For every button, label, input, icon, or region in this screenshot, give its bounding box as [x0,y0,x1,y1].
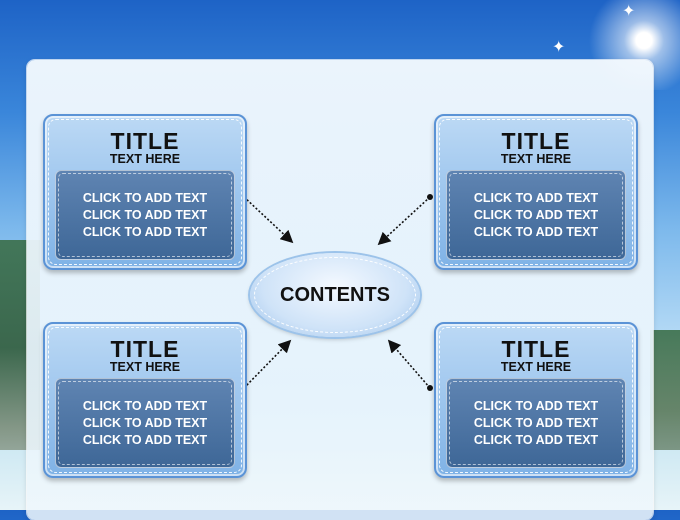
card-subtitle[interactable]: TEXT HERE [500,360,572,374]
card-text-line: CLICK TO ADD TEXT [82,398,208,413]
sparkle-icon: ✦ [622,3,636,20]
card-title[interactable]: TITLE [110,336,180,362]
card-text-line: CLICK TO ADD TEXT [82,224,208,239]
card-top-right[interactable]: TITLE TEXT HERE CLICK TO ADD TEXT CLICK … [434,114,638,270]
card-subtitle[interactable]: TEXT HERE [109,360,181,374]
connector-top-left [243,196,294,244]
card-subtitle[interactable]: TEXT HERE [500,152,572,166]
card-bottom-left[interactable]: TITLE TEXT HERE CLICK TO ADD TEXT CLICK … [43,322,247,478]
connector-top-right [377,196,431,246]
card-title[interactable]: TITLE [110,128,180,154]
card-text-line: CLICK TO ADD TEXT [82,190,208,205]
connector-bottom-left [243,339,292,389]
card-text-box[interactable]: CLICK TO ADD TEXT CLICK TO ADD TEXT CLIC… [55,170,235,260]
center-contents-ellipse[interactable]: CONTENTS [250,253,420,337]
card-title[interactable]: TITLE [501,128,571,154]
card-text-box[interactable]: CLICK TO ADD TEXT CLICK TO ADD TEXT CLIC… [446,170,626,260]
connector-dot [427,385,433,391]
center-label: CONTENTS [280,283,390,306]
card-title[interactable]: TITLE [501,336,571,362]
card-subtitle[interactable]: TEXT HERE [109,152,181,166]
card-text-line: CLICK TO ADD TEXT [473,415,599,430]
card-text-box[interactable]: CLICK TO ADD TEXT CLICK TO ADD TEXT CLIC… [55,378,235,468]
connector-bottom-right [387,339,431,389]
connector-dot [427,194,433,200]
card-text-line: CLICK TO ADD TEXT [473,190,599,205]
card-text-box[interactable]: CLICK TO ADD TEXT CLICK TO ADD TEXT CLIC… [446,378,626,468]
card-text-line: CLICK TO ADD TEXT [473,398,599,413]
card-bottom-right[interactable]: TITLE TEXT HERE CLICK TO ADD TEXT CLICK … [434,322,638,478]
sparkle-icon: ✦ [552,39,566,56]
card-text-line: CLICK TO ADD TEXT [82,415,208,430]
card-text-line: CLICK TO ADD TEXT [473,207,599,222]
card-text-line: CLICK TO ADD TEXT [473,224,599,239]
card-text-line: CLICK TO ADD TEXT [82,207,208,222]
card-text-line: CLICK TO ADD TEXT [82,432,208,447]
card-text-line: CLICK TO ADD TEXT [473,432,599,447]
card-top-left[interactable]: TITLE TEXT HERE CLICK TO ADD TEXT CLICK … [43,114,247,270]
